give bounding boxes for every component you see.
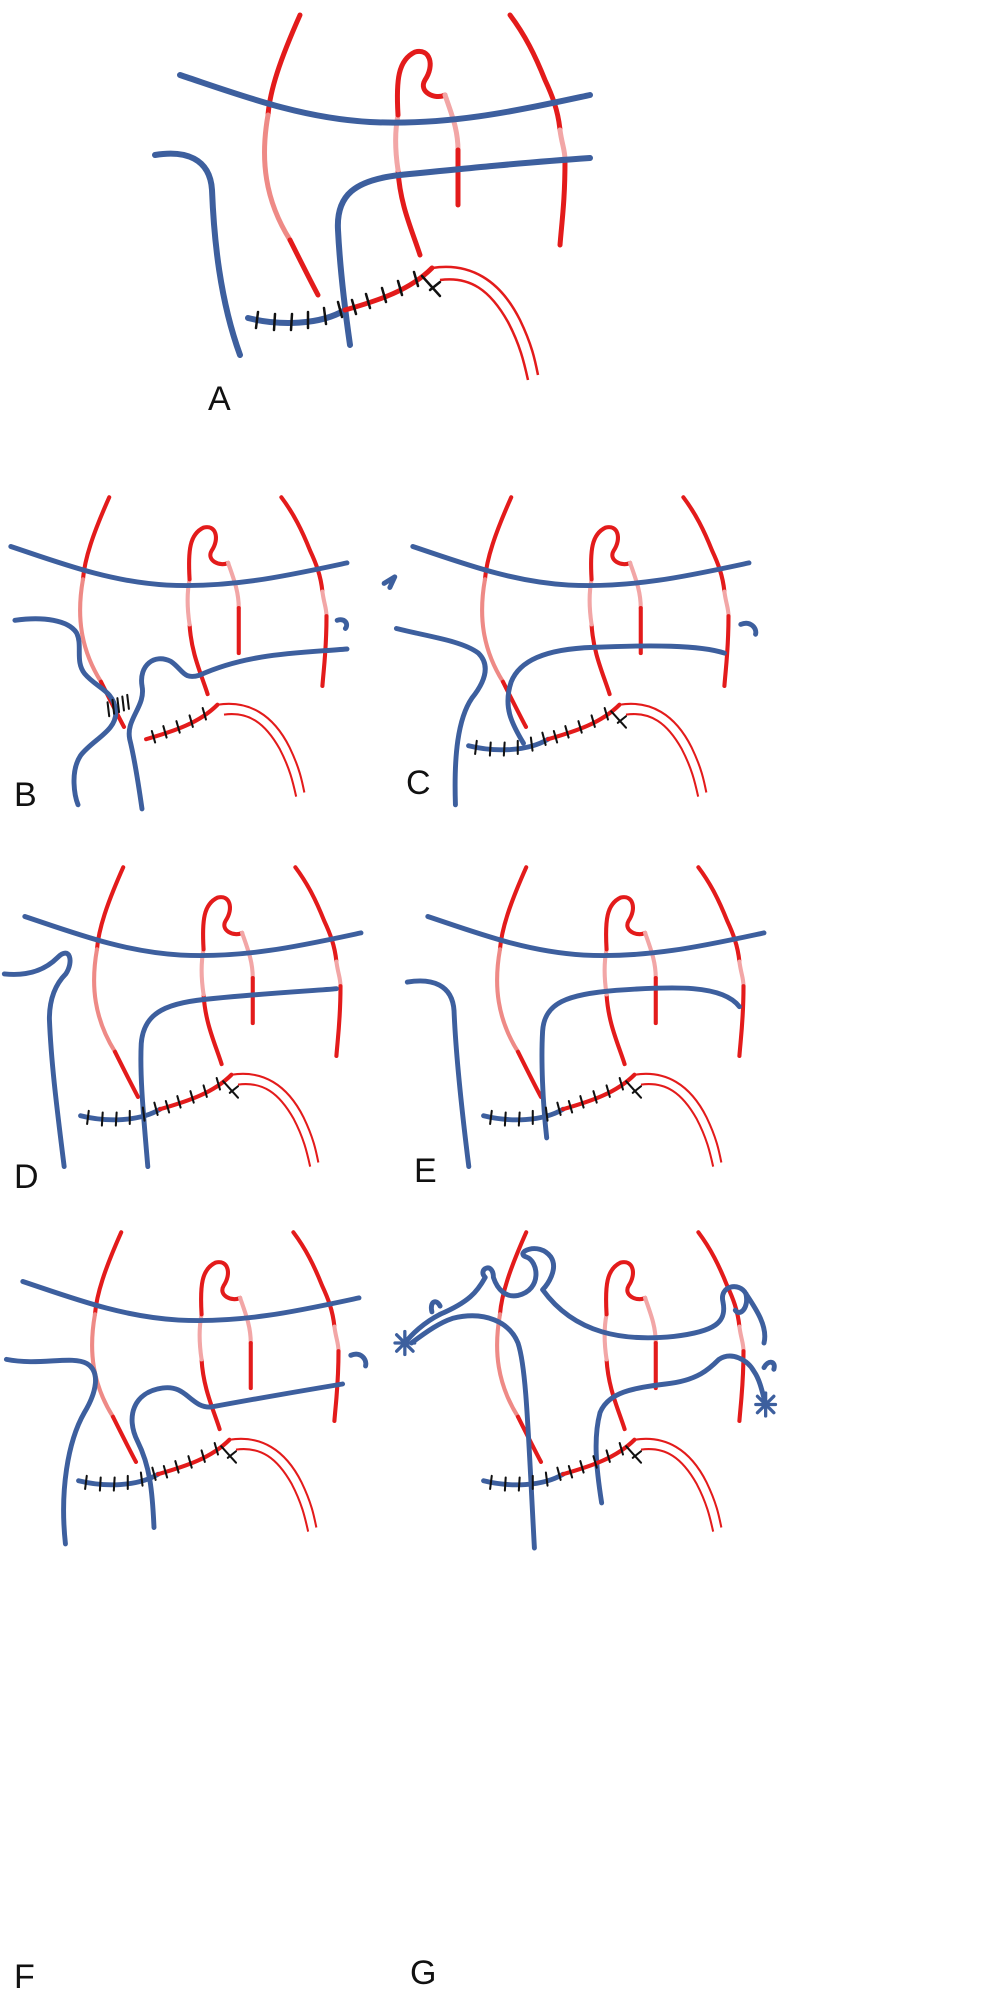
- panel-b: [11, 497, 347, 812]
- panel-e: [404, 867, 764, 1170]
- panel-d: [1, 867, 361, 1170]
- panel-label-e: E: [414, 1152, 437, 1190]
- panel-label-g: G: [410, 1954, 437, 1992]
- panel-label-d: D: [14, 1158, 39, 1196]
- panel-a: [152, 15, 593, 382]
- panel-f: [3, 1232, 369, 1547]
- panel-label-f: F: [14, 1958, 35, 1996]
- panel-c: [381, 497, 759, 808]
- panel-label-c: C: [406, 764, 431, 802]
- panel-label-a: A: [208, 380, 231, 418]
- panel-label-b: B: [14, 776, 37, 814]
- panel-g: [393, 1232, 778, 1551]
